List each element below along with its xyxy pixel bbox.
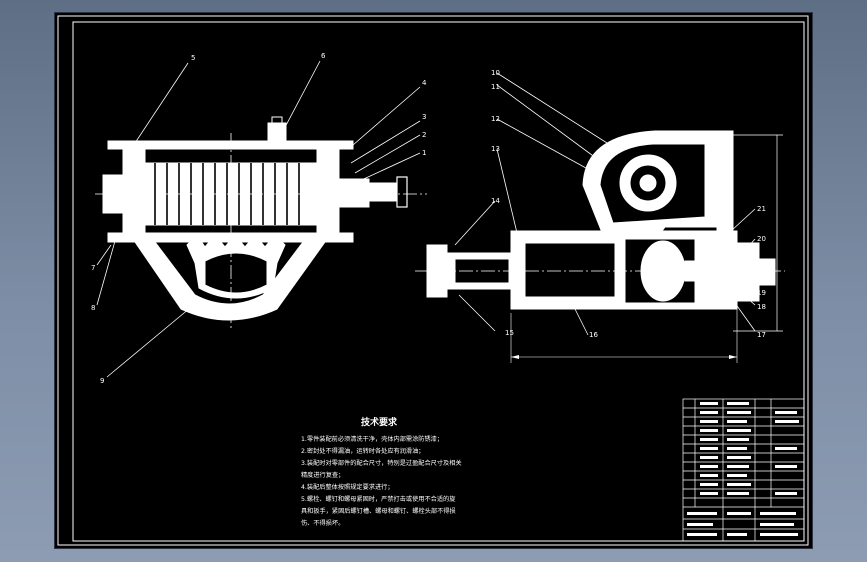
outer-frame — [57, 15, 809, 546]
requirement-line: 5.螺栓、螺钉和螺母紧固时，严禁打击或使用不合适的旋 — [301, 495, 455, 503]
callout-8: 8 — [91, 304, 95, 312]
callout-21: 21 — [757, 205, 766, 213]
requirements-title: 技术要求 — [361, 416, 398, 428]
callout-6: 6 — [321, 52, 326, 60]
technical-requirements: 技术要求 1.零件装配前必须清洗干净，壳体内部需涂防锈漆； 2.密封处不得漏油，… — [301, 416, 462, 527]
cad-viewport[interactable]: 5 6 4 3 2 1 7 8 9 — [55, 13, 812, 548]
callout-16: 16 — [589, 331, 598, 339]
callout-1: 1 — [422, 149, 426, 157]
assembly-drawing: 5 6 4 3 2 1 7 8 9 — [57, 15, 809, 546]
callout-4: 4 — [422, 79, 427, 87]
callout-15: 15 — [505, 329, 514, 337]
right-view — [415, 130, 785, 363]
inner-frame — [72, 21, 805, 542]
right-leaders — [454, 72, 756, 336]
requirement-line: 精度进行复查； — [301, 471, 344, 479]
title-block-text-marks — [687, 402, 799, 536]
callout-13: 13 — [491, 145, 500, 153]
requirement-line: 4.装配后整体按照规定要求进行； — [301, 483, 394, 491]
title-block — [682, 398, 805, 542]
callout-17: 17 — [757, 331, 766, 339]
left-leaders — [96, 60, 421, 378]
left-view — [95, 116, 427, 331]
callout-11: 11 — [491, 83, 500, 91]
callout-3: 3 — [422, 113, 426, 121]
requirement-line: 具和扳手，紧固后螺钉槽、螺母和螺钉、螺栓头部不得损 — [301, 507, 456, 515]
requirement-line: 3.装配时对零部件的配合尺寸，特别是过盈配合尺寸及相关 — [301, 459, 462, 467]
callout-12: 12 — [491, 115, 500, 123]
requirement-line: 1.零件装配前必须清洗干净，壳体内部需涂防锈漆； — [301, 435, 443, 443]
callout-7: 7 — [91, 264, 95, 272]
callout-5: 5 — [191, 54, 195, 62]
callout-19: 19 — [757, 289, 766, 297]
requirement-line: 2.密封处不得漏油，运转时各处应有润滑油； — [301, 447, 424, 455]
callout-20: 20 — [757, 235, 766, 243]
callout-2: 2 — [422, 131, 426, 139]
callout-14: 14 — [491, 197, 500, 205]
callout-10: 10 — [491, 69, 500, 77]
callout-18: 18 — [757, 303, 766, 311]
callout-9: 9 — [100, 377, 104, 385]
requirement-line: 伤、不得损坏。 — [301, 519, 344, 527]
